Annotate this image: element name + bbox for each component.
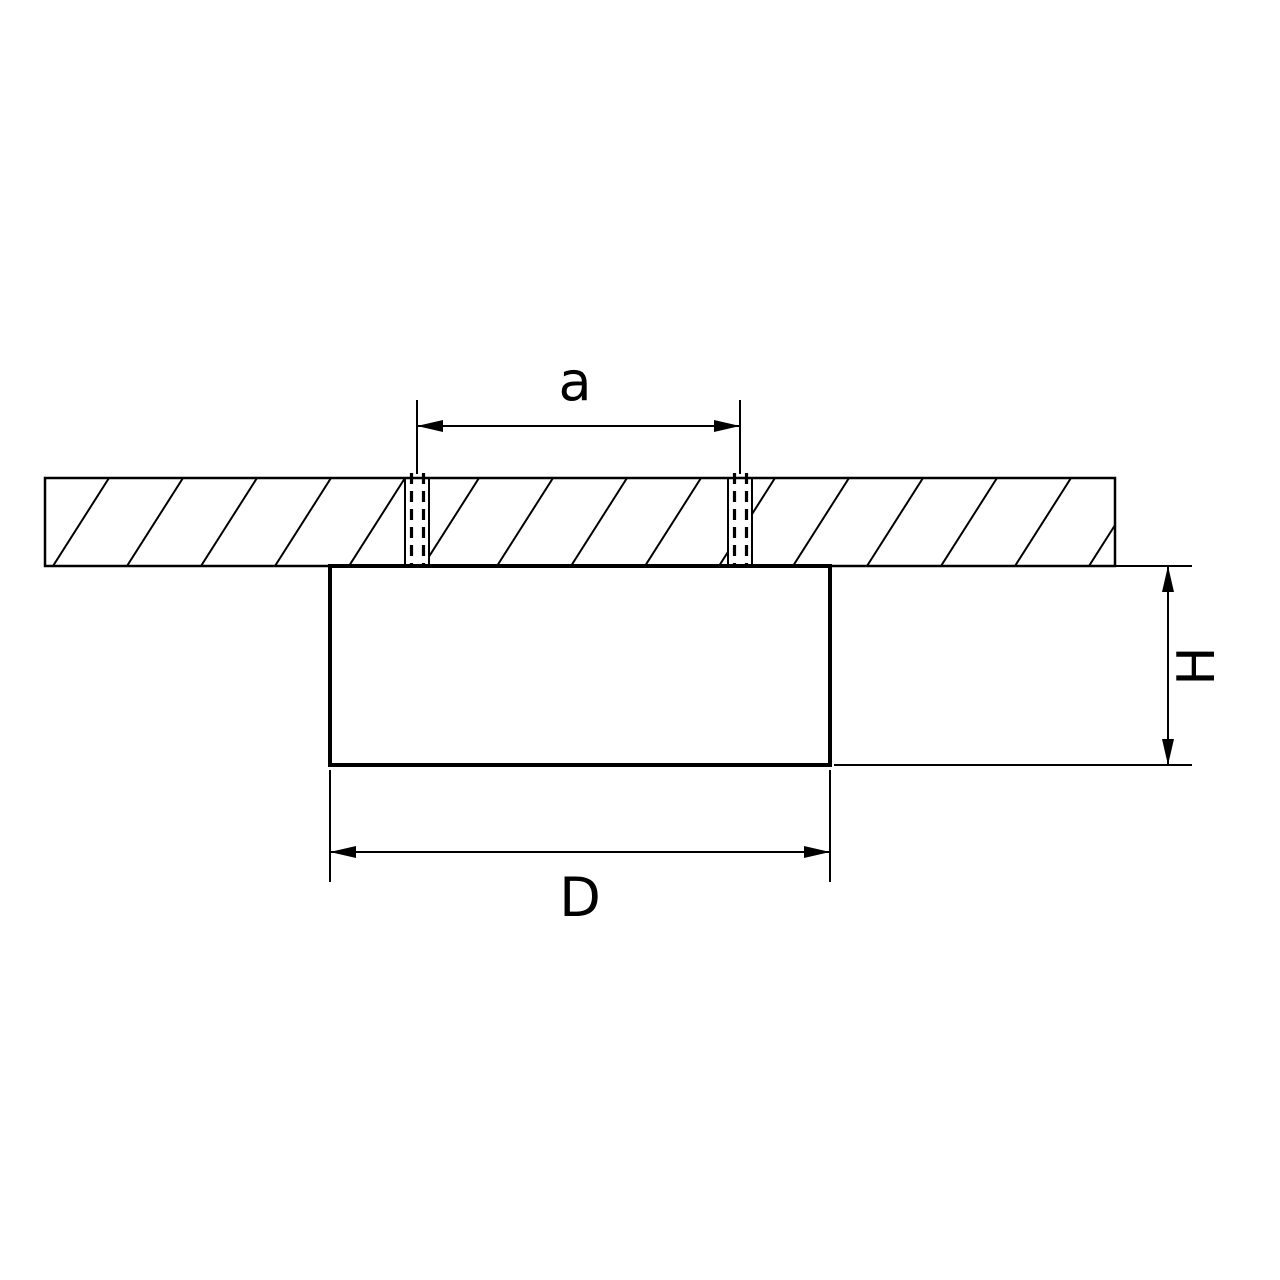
screw-right — [727, 473, 753, 571]
screw-right-cavity — [728, 479, 752, 565]
ceiling-section — [43, 473, 1117, 571]
dimension-label-h: H — [1167, 646, 1227, 685]
screw-left — [404, 473, 430, 571]
ceiling-slab — [43, 476, 1117, 568]
screw-left-cavity — [405, 479, 429, 565]
dimension-h — [834, 565, 1192, 766]
fixture-body — [328, 564, 832, 767]
dimension-label-d: D — [559, 866, 601, 929]
dimension-d — [329, 770, 831, 882]
dimension-label-a: a — [558, 350, 591, 413]
dimension-a — [416, 400, 741, 474]
